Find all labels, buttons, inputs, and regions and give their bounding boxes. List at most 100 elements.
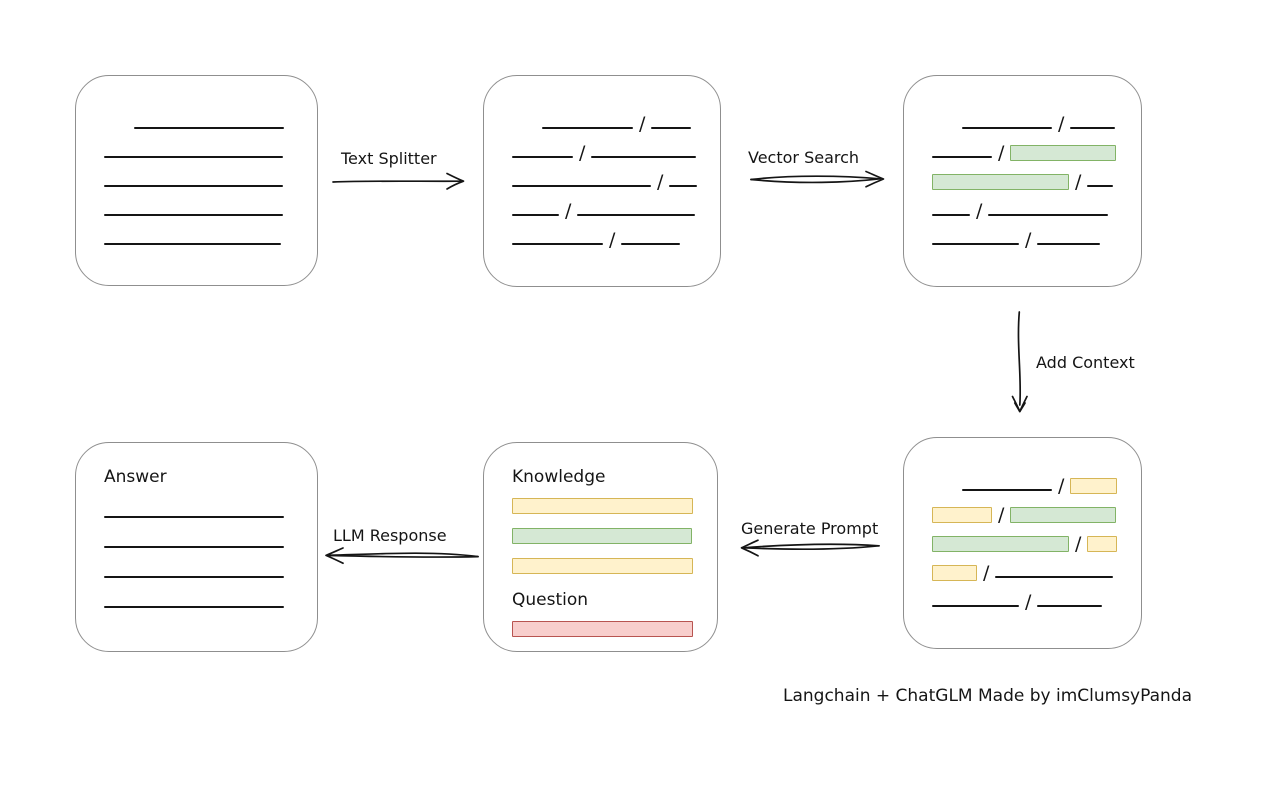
knowledge-bars [512, 498, 693, 588]
llm-response-label: LLM Response [333, 526, 447, 545]
yellow-highlight-bar [932, 507, 992, 523]
text-line-segment [542, 127, 633, 129]
generate-prompt-label: Generate Prompt [741, 519, 879, 538]
text-splitter-label: Text Splitter [341, 149, 437, 168]
text-line-segment [1070, 127, 1116, 129]
prompt-box: Knowledge Question [483, 442, 718, 652]
chunk-row: / [932, 187, 1119, 221]
chunk-row: / [932, 549, 1119, 583]
retrieved-chunks-box: ///// [903, 75, 1142, 287]
text-line-segment [104, 576, 284, 578]
yellow-highlight-bar [932, 565, 977, 581]
text-line-segment [591, 156, 697, 158]
indent-space [104, 128, 134, 129]
chunk-row [104, 158, 295, 187]
red-highlight-bar [512, 621, 693, 637]
text-line-segment [104, 546, 284, 548]
split-chunk-lines: / / / / / [484, 76, 720, 250]
slash-separator: / [639, 113, 646, 135]
text-line-segment [512, 214, 559, 216]
text-line-segment [1087, 185, 1114, 187]
chunk-row: / [932, 158, 1119, 192]
question-bar [512, 621, 693, 651]
slash-separator: / [1025, 229, 1032, 251]
chunk-row [104, 546, 293, 576]
text-line-segment [932, 243, 1019, 245]
answer-label: Answer [104, 467, 167, 487]
slash-separator: / [1075, 533, 1082, 555]
chunk-row: / [512, 187, 698, 221]
context-chunk-lines: ///// [904, 438, 1141, 612]
add-context-label: Add Context [1036, 353, 1135, 372]
chunk-row [104, 606, 293, 636]
chunk-row: / [932, 491, 1119, 525]
green-highlight-bar [1010, 145, 1117, 161]
slash-separator: / [657, 171, 664, 193]
text-line-segment [1037, 243, 1101, 245]
chunk-row [104, 576, 293, 606]
text-line-segment [1037, 605, 1103, 607]
attribution-caption: Langchain + ChatGLM Made by imClumsyPand… [783, 686, 1192, 706]
text-line-segment [512, 243, 603, 245]
text-line-segment [932, 214, 970, 216]
text-line-segment [104, 243, 281, 245]
chunk-row [104, 129, 295, 158]
text-line-segment [512, 156, 573, 158]
chunk-row [104, 516, 293, 546]
text-line-segment [512, 185, 651, 187]
text-line-segment [104, 185, 283, 187]
text-line-segment [932, 605, 1019, 607]
yellow-highlight-bar [1087, 536, 1118, 552]
answer-box-content: Answer [76, 443, 317, 636]
text-line-segment [962, 489, 1052, 491]
chunk-row [512, 498, 693, 528]
slash-separator: / [609, 229, 616, 251]
text-splitter-arrow [332, 172, 465, 190]
chunk-row: / [932, 462, 1119, 496]
yellow-highlight-bar [512, 558, 693, 574]
llm-response-arrow [325, 547, 479, 565]
green-highlight-bar [932, 536, 1069, 552]
text-line-segment [651, 127, 692, 129]
chunk-row: / [932, 520, 1119, 554]
indent-space [512, 128, 542, 129]
retrieved-chunk-lines: ///// [904, 76, 1141, 250]
slash-separator: / [998, 142, 1005, 164]
add-context-arrow [1011, 311, 1028, 413]
text-line-segment [621, 243, 681, 245]
chunk-row [104, 100, 295, 129]
text-line-segment [932, 156, 992, 158]
text-line-segment [104, 606, 284, 608]
slash-separator: / [579, 142, 586, 164]
text-line-segment [995, 576, 1114, 578]
slash-separator: / [976, 200, 983, 222]
source-document-box [75, 75, 318, 286]
text-line-segment [962, 127, 1052, 129]
slash-separator: / [1058, 113, 1065, 135]
chunk-row [104, 187, 295, 216]
text-line-segment [104, 516, 284, 518]
slash-separator: / [983, 562, 990, 584]
chunk-row: / [932, 100, 1119, 134]
slash-separator: / [1025, 591, 1032, 613]
answer-lines [104, 516, 293, 636]
chunk-row: / [512, 129, 698, 163]
indent-space [932, 128, 962, 129]
document-lines [76, 76, 317, 245]
green-highlight-bar [1010, 507, 1117, 523]
text-line-segment [669, 185, 698, 187]
chunk-row [104, 216, 295, 245]
chunk-row: / [932, 216, 1119, 250]
split-chunks-box: / / / / / [483, 75, 721, 287]
context-chunks-box: ///// [903, 437, 1142, 649]
knowledge-label: Knowledge [512, 467, 606, 487]
slash-separator: / [565, 200, 572, 222]
generate-prompt-arrow [740, 539, 880, 557]
text-line-segment [577, 214, 696, 216]
chunk-row: / [932, 578, 1119, 612]
text-line-segment [134, 127, 284, 129]
vector-search-arrow [750, 170, 885, 188]
chunk-row: / [512, 158, 698, 192]
text-line-segment [104, 156, 283, 158]
